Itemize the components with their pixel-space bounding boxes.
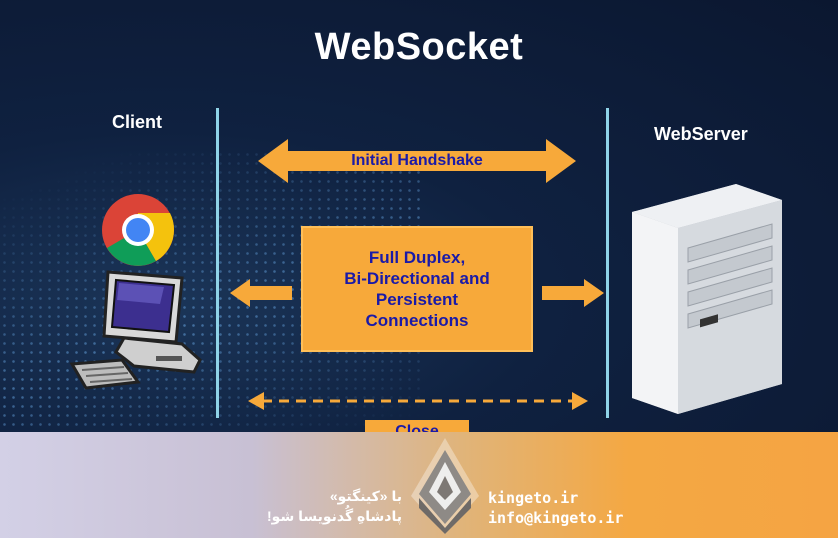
duplex-line-2: Bi-Directional and	[344, 269, 490, 288]
kingeto-logo	[411, 438, 479, 534]
footer-banner	[0, 432, 838, 538]
handshake-label: Initial Handshake	[351, 152, 483, 169]
close-dashed-arrow	[248, 392, 588, 410]
diagram-title: WebSocket	[314, 26, 524, 68]
server-timeline	[606, 108, 609, 418]
slogan-line-1: با «کینگتو»	[329, 488, 402, 504]
server-tower-icon	[632, 184, 782, 414]
slogan-line-2: پادشاهِ گُدنویسا شو!	[267, 508, 402, 524]
handshake-arrow	[258, 139, 576, 183]
footer-slogan: با «کینگتو» پادشاهِ گُدنویسا شو!	[250, 486, 402, 526]
website-link[interactable]: kingeto.ir	[488, 489, 579, 507]
duplex-line-1: Full Duplex,	[368, 248, 466, 267]
duplex-left-arrow	[230, 279, 292, 307]
duplex-line-3: Persistent	[375, 290, 459, 309]
computer-icon	[69, 270, 202, 390]
close-label: Close	[365, 420, 469, 432]
chrome-icon	[102, 194, 175, 266]
email-link[interactable]: info@kingeto.ir	[488, 509, 624, 527]
client-timeline	[216, 108, 219, 418]
duplex-line-4: Connections	[365, 311, 469, 330]
duplex-right-arrow	[542, 279, 604, 307]
footer-contact: kingeto.ir info@kingeto.ir	[488, 488, 623, 528]
full-duplex-box: Full Duplex, Bi-Directional and Persiste…	[301, 226, 533, 352]
server-label: WebServer	[654, 124, 748, 144]
diagram-stage: WebSocket Client WebServer Initial Hands…	[0, 0, 838, 432]
client-label: Client	[112, 112, 163, 132]
